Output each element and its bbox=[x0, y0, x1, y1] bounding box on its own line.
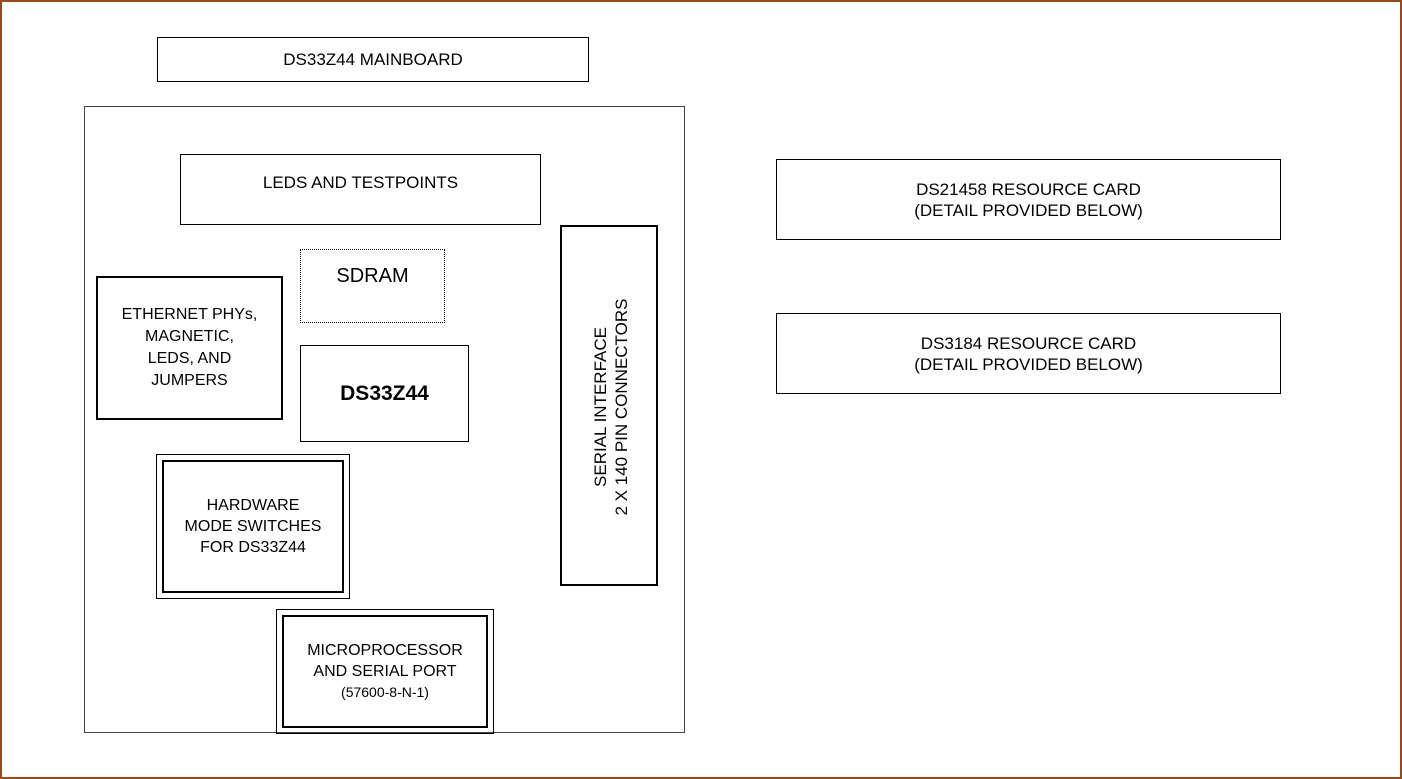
microprocessor-line: (57600-8-N-1) bbox=[341, 684, 429, 700]
hardware-switches-block: HARDWARE MODE SWITCHES FOR DS33Z44 bbox=[156, 454, 350, 599]
microprocessor-block: MICROPROCESSOR AND SERIAL PORT (57600-8-… bbox=[276, 609, 494, 734]
resource-card-detail: (DETAIL PROVIDED BELOW) bbox=[914, 354, 1143, 374]
hw-switch-line: HARDWARE bbox=[206, 497, 300, 514]
mainboard-outline bbox=[84, 106, 685, 733]
hw-switch-line: FOR DS33Z44 bbox=[200, 539, 306, 556]
leds-testpoints-label: LEDS AND TESTPOINTS bbox=[262, 173, 459, 192]
serial-interface-block: SERIAL INTERFACE 2 X 140 PIN CONNECTORS bbox=[560, 225, 658, 586]
sdram-label: SDRAM bbox=[336, 265, 409, 287]
leds-testpoints-block: LEDS AND TESTPOINTS bbox=[180, 154, 541, 225]
serial-interface-line: SERIAL INTERFACE bbox=[591, 327, 610, 487]
resource-card-detail: (DETAIL PROVIDED BELOW) bbox=[914, 200, 1143, 220]
microprocessor-line: AND SERIAL PORT bbox=[313, 663, 457, 680]
sdram-block: SDRAM bbox=[300, 249, 445, 323]
mainboard-title-box: DS33Z44 MAINBOARD bbox=[157, 37, 589, 82]
hw-switch-line: MODE SWITCHES bbox=[184, 518, 322, 535]
ds3184-resource-card: DS3184 RESOURCE CARD (DETAIL PROVIDED BE… bbox=[776, 313, 1281, 394]
ethernet-line: JUMPERS bbox=[151, 372, 228, 389]
ds21458-resource-card: DS21458 RESOURCE CARD (DETAIL PROVIDED B… bbox=[776, 159, 1281, 240]
serial-interface-label: SERIAL INTERFACE 2 X 140 PIN CONNECTORS bbox=[590, 242, 632, 572]
microprocessor-inner: MICROPROCESSOR AND SERIAL PORT (57600-8-… bbox=[282, 615, 488, 728]
ethernet-line: MAGNETIC, bbox=[145, 328, 234, 345]
ethernet-line: ETHERNET PHYs, bbox=[121, 306, 258, 323]
ethernet-block: ETHERNET PHYs, MAGNETIC, LEDS, AND JUMPE… bbox=[96, 276, 283, 420]
resource-card-title: DS21458 RESOURCE CARD bbox=[916, 179, 1141, 199]
microprocessor-line: MICROPROCESSOR bbox=[307, 642, 463, 659]
hardware-switches-inner: HARDWARE MODE SWITCHES FOR DS33Z44 bbox=[162, 460, 344, 593]
chip-label: DS33Z44 bbox=[340, 382, 429, 405]
serial-interface-line: 2 X 140 PIN CONNECTORS bbox=[612, 298, 631, 516]
resource-card-title: DS3184 RESOURCE CARD bbox=[920, 333, 1137, 353]
mainboard-title: DS33Z44 MAINBOARD bbox=[283, 50, 463, 69]
ethernet-line: LEDS, AND bbox=[147, 350, 232, 367]
ds33z44-chip-block: DS33Z44 bbox=[300, 345, 469, 442]
